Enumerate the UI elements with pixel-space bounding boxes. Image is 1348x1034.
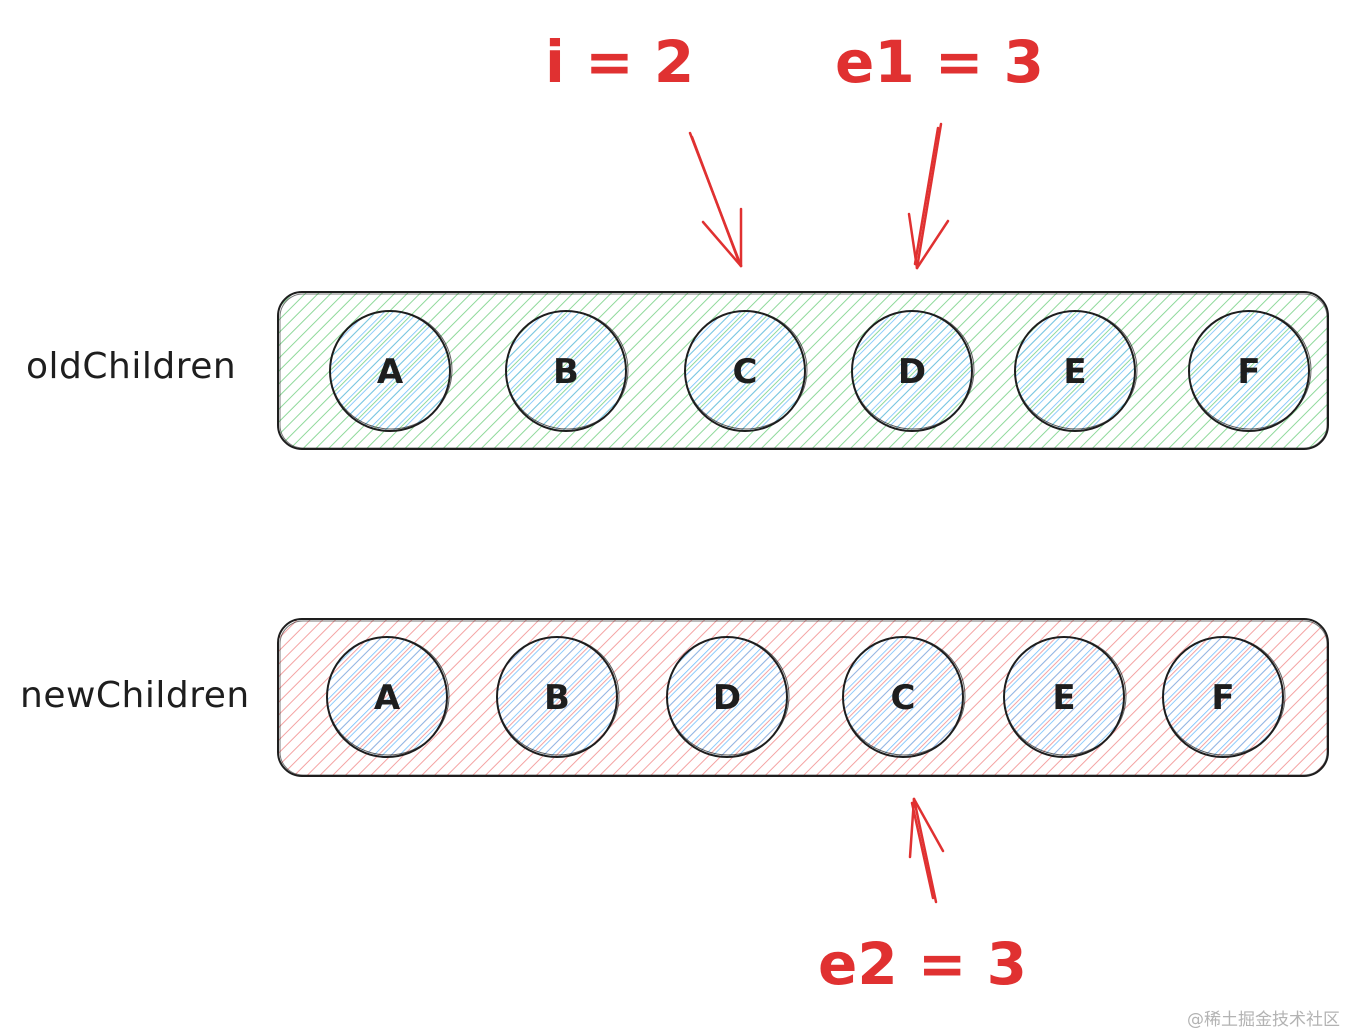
old-node-f: F <box>1188 310 1312 432</box>
old-node-b: B <box>505 310 629 432</box>
i-pointer-label: i = 2 <box>545 28 695 96</box>
i-pointer-arrow <box>688 131 743 268</box>
new-node-f: F <box>1162 636 1286 758</box>
new-node-label: E <box>1052 678 1075 718</box>
e1-pointer-arrow <box>907 122 950 270</box>
new-node-label: F <box>1211 678 1234 718</box>
old-children-label: oldChildren <box>26 346 237 387</box>
new-node-e: E <box>1003 636 1127 758</box>
old-children-nodes: A B C D E F <box>329 310 1312 432</box>
new-node-label: A <box>374 678 401 718</box>
old-node-d: D <box>851 310 975 432</box>
old-node-label: C <box>733 352 758 392</box>
new-node-label: D <box>713 678 741 718</box>
e1-pointer-label: e1 = 3 <box>835 28 1045 96</box>
new-node-label: C <box>891 678 916 718</box>
watermark: @稀土掘金技术社区 <box>1187 1010 1340 1030</box>
old-node-label: B <box>553 352 579 392</box>
new-node-b: B <box>496 636 620 758</box>
new-node-label: B <box>544 678 570 718</box>
old-node-label: D <box>898 352 926 392</box>
e2-pointer-arrow <box>908 797 945 904</box>
old-node-e: E <box>1014 310 1138 432</box>
old-node-a: A <box>329 310 453 432</box>
new-children-label: newChildren <box>20 675 250 716</box>
e2-pointer-label: e2 = 3 <box>818 930 1028 998</box>
old-node-c: C <box>684 310 808 432</box>
old-node-label: E <box>1063 352 1086 392</box>
new-node-a: A <box>326 636 450 758</box>
new-node-c: C <box>842 636 966 758</box>
new-node-d: D <box>666 636 790 758</box>
old-node-label: A <box>377 352 404 392</box>
old-node-label: F <box>1237 352 1260 392</box>
